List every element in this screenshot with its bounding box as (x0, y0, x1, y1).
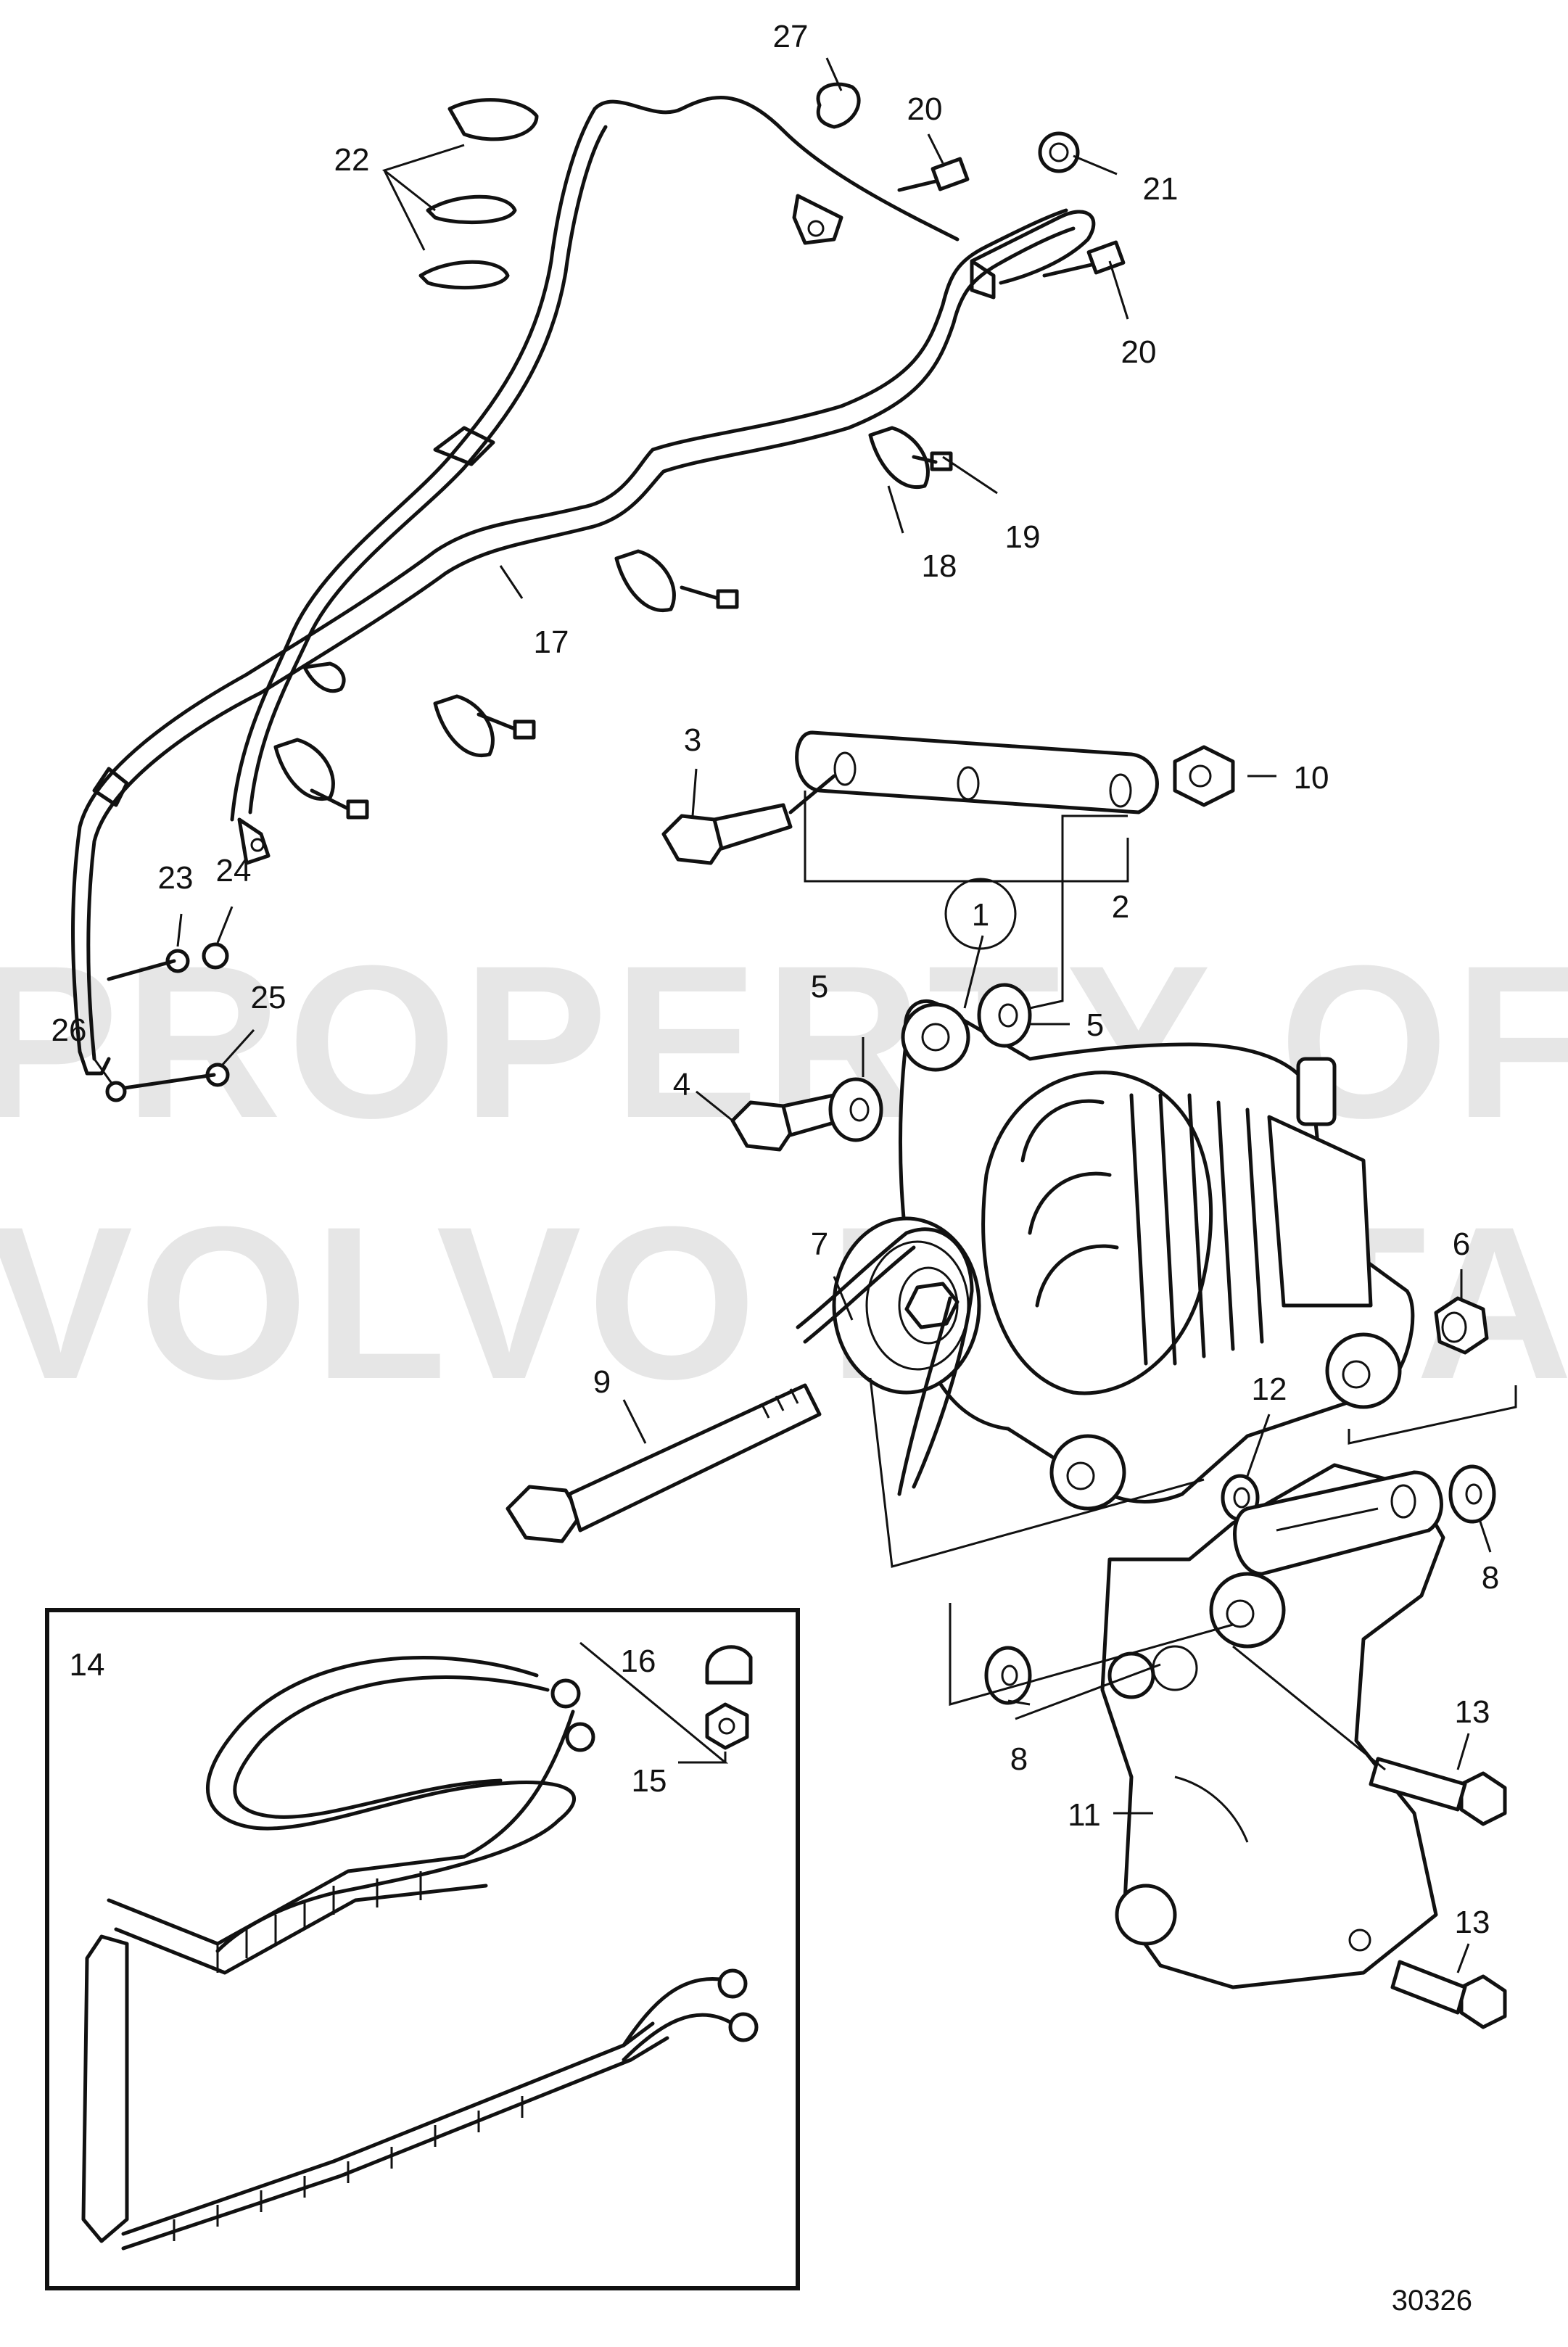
bolt-3 (661, 774, 836, 865)
bolt-9 (506, 1383, 822, 1543)
belt-7 (796, 1227, 974, 1496)
nut-21 (1038, 131, 1080, 173)
bolt-20-lower (1042, 240, 1126, 278)
washer-5-right (977, 983, 1032, 1048)
callout-24: 24 (216, 853, 252, 888)
nut-6 (1434, 1296, 1489, 1355)
callout-13-lower: 13 (1455, 1905, 1490, 1940)
cap-16 (705, 1645, 753, 1685)
callout-22: 22 (334, 142, 370, 178)
callout-16: 16 (621, 1643, 656, 1679)
inset-box-14 (45, 1608, 800, 2290)
callout-13-upper: 13 (1455, 1694, 1490, 1730)
callout-12: 12 (1252, 1372, 1287, 1407)
callout-25: 25 (251, 980, 286, 1015)
nuts-23-26 (105, 942, 230, 1102)
callout-21: 21 (1143, 171, 1179, 207)
callout-11: 11 (1068, 1797, 1101, 1833)
callout-8-left: 8 (1010, 1741, 1028, 1777)
cable-harness (71, 96, 1096, 1076)
cable-ties-22 (418, 98, 539, 290)
callout-20-lower: 20 (1121, 334, 1157, 370)
clamps (273, 426, 953, 820)
callout-10: 10 (1294, 760, 1329, 796)
nut-15 (705, 1702, 749, 1750)
callout-9: 9 (593, 1364, 611, 1400)
bracket-2 (795, 730, 1159, 814)
reference-number: 30326 (1392, 2285, 1472, 2317)
bolt-20-upper (897, 157, 970, 192)
callout-27: 27 (773, 19, 809, 54)
callout-20-upper: 20 (907, 91, 943, 127)
callout-14: 14 (70, 1647, 105, 1683)
callout-1-circle (944, 878, 1017, 950)
washer-5-left (828, 1077, 883, 1142)
bolt-13-lower (1390, 1960, 1507, 2029)
leader-lines (93, 57, 1517, 1973)
callout-5-left: 5 (811, 969, 828, 1005)
alternator-1 (832, 999, 1415, 1511)
callout-18: 18 (922, 548, 957, 584)
callout-19: 19 (1005, 519, 1041, 555)
washer-8-right (1448, 1464, 1496, 1524)
washer-8-left (984, 1646, 1032, 1705)
callout-1: 1 (972, 897, 989, 933)
callout-labels: 1 2 3 4 5 5 6 7 8 8 9 10 11 12 13 13 14 … (51, 19, 1500, 1940)
callout-7: 7 (811, 1226, 828, 1262)
callout-23: 23 (158, 860, 194, 896)
mounting-bracket-11 (1100, 1463, 1445, 1989)
callout-3: 3 (684, 722, 701, 758)
callout-5-right: 5 (1086, 1007, 1104, 1043)
callout-2: 2 (1112, 889, 1129, 925)
callout-15: 15 (632, 1763, 667, 1799)
callout-4: 4 (673, 1067, 690, 1102)
clip-27 (816, 82, 861, 129)
callout-17: 17 (534, 624, 569, 660)
bolt-13-upper (1369, 1757, 1507, 1826)
callout-26: 26 (51, 1012, 87, 1048)
callout-8-right: 8 (1482, 1560, 1499, 1596)
callout-6: 6 (1453, 1226, 1470, 1262)
nut-10 (1173, 745, 1235, 807)
